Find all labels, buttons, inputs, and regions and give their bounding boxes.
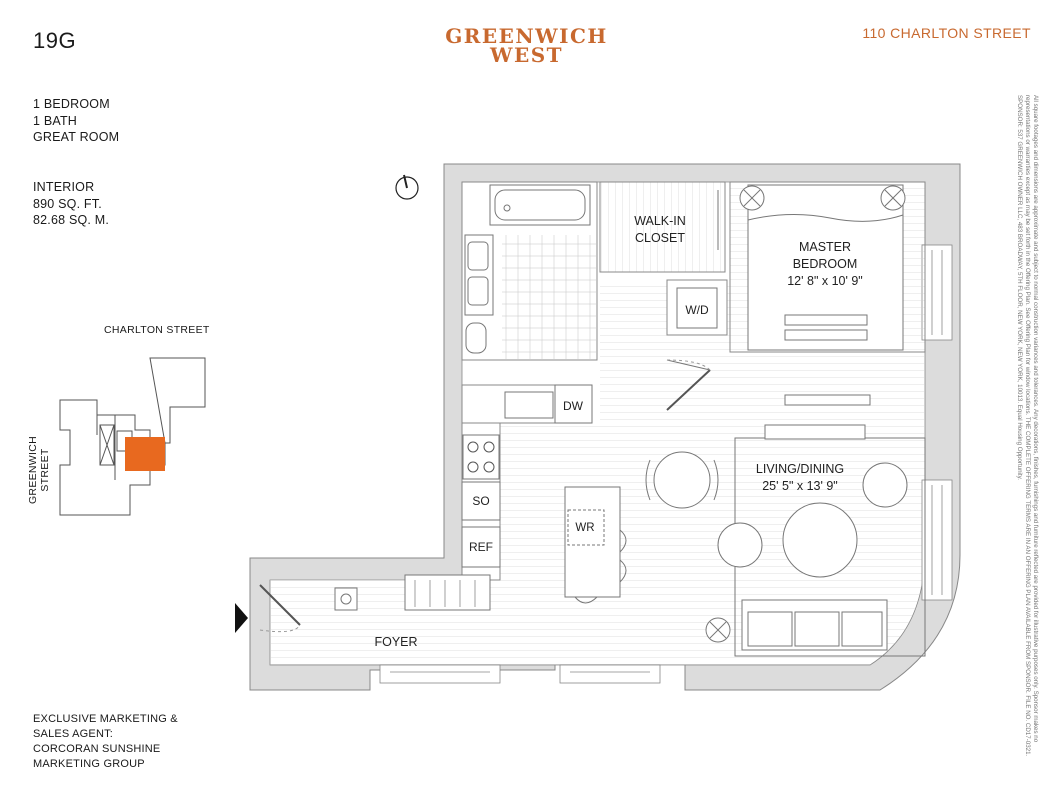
master-dimensions: 12' 8" x 10' 9" [787, 274, 863, 288]
brand-line-1: GREENWICH [445, 24, 608, 48]
floor-plan: WALK-IN CLOSET W/D MASTER BEDROOM 12' 8"… [235, 163, 961, 691]
double-vanity [464, 234, 494, 316]
kitchen-sink [504, 391, 554, 419]
wr-label: WR [575, 522, 594, 534]
coffee-table [782, 502, 858, 578]
baths-text: 1 BATH [33, 113, 78, 128]
utility-closet [334, 587, 358, 611]
bed [747, 184, 904, 351]
ref-label: REF [469, 540, 493, 554]
dw-label: DW [563, 399, 584, 413]
bedroom-bench [784, 394, 871, 406]
agent-line-1: EXCLUSIVE MARKETING & [33, 713, 178, 725]
area-sqft: 890 SQ. FT. [33, 196, 102, 211]
dining-table [653, 451, 711, 509]
extra-room-text: GREAT ROOM [33, 130, 120, 144]
brand-line-2: WEST [489, 43, 564, 67]
brand-logo: GREENWICH WEST [440, 24, 613, 67]
dishwasher [554, 384, 593, 424]
cooktop [462, 434, 500, 480]
armchair [862, 462, 908, 508]
key-plan [59, 357, 206, 516]
area-summary: INTERIOR 890 SQ. FT. 82.68 SQ. M. [33, 179, 109, 229]
oven [461, 481, 501, 521]
so-label: SO [472, 494, 489, 508]
key-plan-street-top: CHARLTON STREET [104, 324, 210, 336]
refrigerator [461, 526, 501, 568]
key-plan-street-side: GREENWICH STREET [27, 435, 51, 505]
wd-label: W/D [685, 303, 709, 317]
foyer-label: FOYER [374, 635, 417, 649]
living-label: LIVING/DINING [756, 462, 844, 476]
washer-dryer [676, 287, 718, 329]
unit-summary: 1 BEDROOM 1 BATH GREAT ROOM [33, 96, 119, 146]
agent-line-3: CORCORAN SUNSHINE [33, 743, 161, 755]
bedrooms-text: 1 BEDROOM [33, 97, 110, 111]
building-address: 110 CHARLTON STREET [862, 25, 1031, 41]
foyer-closet [404, 574, 491, 611]
walkin-label-2: CLOSET [635, 231, 685, 245]
legal-disclaimer: All square footages and dimensions are a… [1016, 95, 1039, 757]
master-label-2: BEDROOM [793, 257, 858, 271]
key-plan-unit-highlight [125, 437, 165, 471]
armchair [717, 522, 763, 568]
living-dimensions: 25' 5" x 13' 9" [762, 479, 838, 493]
unit-number: 19G [33, 28, 77, 53]
entry-arrow-icon [235, 603, 248, 633]
area-sqm: 82.68 SQ. M. [33, 213, 110, 227]
interior-label: INTERIOR [33, 180, 95, 194]
agent-line-2: SALES AGENT: [33, 728, 114, 740]
toilet [465, 322, 487, 354]
walkin-label-1: WALK-IN [634, 214, 686, 228]
agent-line-4: MARKETING GROUP [33, 758, 145, 770]
tv-console [764, 424, 866, 440]
master-label-1: MASTER [799, 240, 851, 254]
sales-agent: EXCLUSIVE MARKETING & SALES AGENT: CORCO… [33, 712, 178, 772]
